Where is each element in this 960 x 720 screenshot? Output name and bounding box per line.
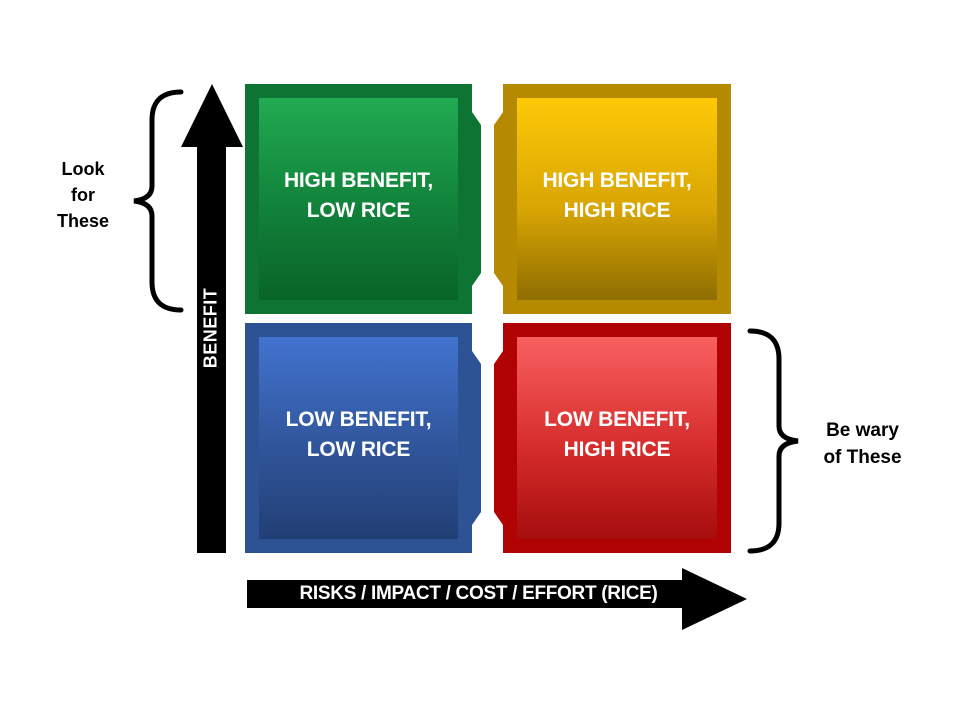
annotation-line: These — [56, 211, 110, 231]
quadrant-face: LOW BENEFIT, LOW RICE — [259, 337, 458, 539]
quadrant-face: LOW BENEFIT, HIGH RICE — [517, 337, 717, 539]
quadrant-label: LOW BENEFIT, HIGH RICE — [544, 405, 690, 465]
right-curly-brace — [747, 328, 799, 554]
quadrant-high-benefit-high-rice: HIGH BENEFIT, HIGH RICE — [494, 84, 731, 314]
quadrant-low-benefit-high-rice: LOW BENEFIT, HIGH RICE — [494, 323, 731, 553]
quadrant-label: HIGH BENEFIT, HIGH RICE — [542, 166, 691, 226]
quadrant-label-line1: LOW BENEFIT, — [285, 408, 432, 431]
quadrant-label: HIGH BENEFIT, LOW RICE — [284, 166, 433, 226]
quadrant-label-line1: LOW BENEFIT, — [544, 408, 690, 431]
quadrant-low-benefit-low-rice: LOW BENEFIT, LOW RICE — [245, 323, 481, 553]
quadrant-label-line2: LOW RICE — [306, 199, 411, 222]
quadrant-label-line1: HIGH BENEFIT, — [542, 169, 692, 192]
quadrant-label-line1: HIGH BENEFIT, — [283, 169, 434, 192]
quadrant-label-line2: HIGH RICE — [563, 438, 671, 461]
x-axis-arrowhead-icon — [682, 568, 747, 630]
annotation-line: Look — [61, 159, 105, 179]
left-curly-brace — [133, 89, 184, 313]
quadrant-label-line2: HIGH RICE — [563, 199, 671, 222]
annotation-line: Be wary — [826, 420, 899, 441]
annotation-line: for — [71, 185, 95, 205]
y-axis-label: BENEFIT — [200, 287, 221, 369]
x-axis-arrow — [247, 580, 682, 608]
x-axis-label: RISKS / IMPACT / COST / EFFORT (RICE) — [299, 583, 658, 604]
annotation-look-for-these: Look for These — [36, 156, 130, 234]
quadrant-high-benefit-low-rice: HIGH BENEFIT, LOW RICE — [245, 84, 481, 314]
quadrant-label-line2: LOW RICE — [306, 438, 411, 461]
y-axis-arrowhead-icon — [181, 84, 243, 147]
annotation-line: of These — [823, 447, 902, 468]
y-axis-arrow — [197, 146, 226, 553]
quadrant-label: LOW BENEFIT, LOW RICE — [286, 405, 432, 465]
annotation-be-wary-of-these: Be wary of These — [805, 417, 920, 471]
quadrant-face: HIGH BENEFIT, HIGH RICE — [517, 98, 717, 300]
quadrant-face: HIGH BENEFIT, LOW RICE — [259, 98, 458, 300]
